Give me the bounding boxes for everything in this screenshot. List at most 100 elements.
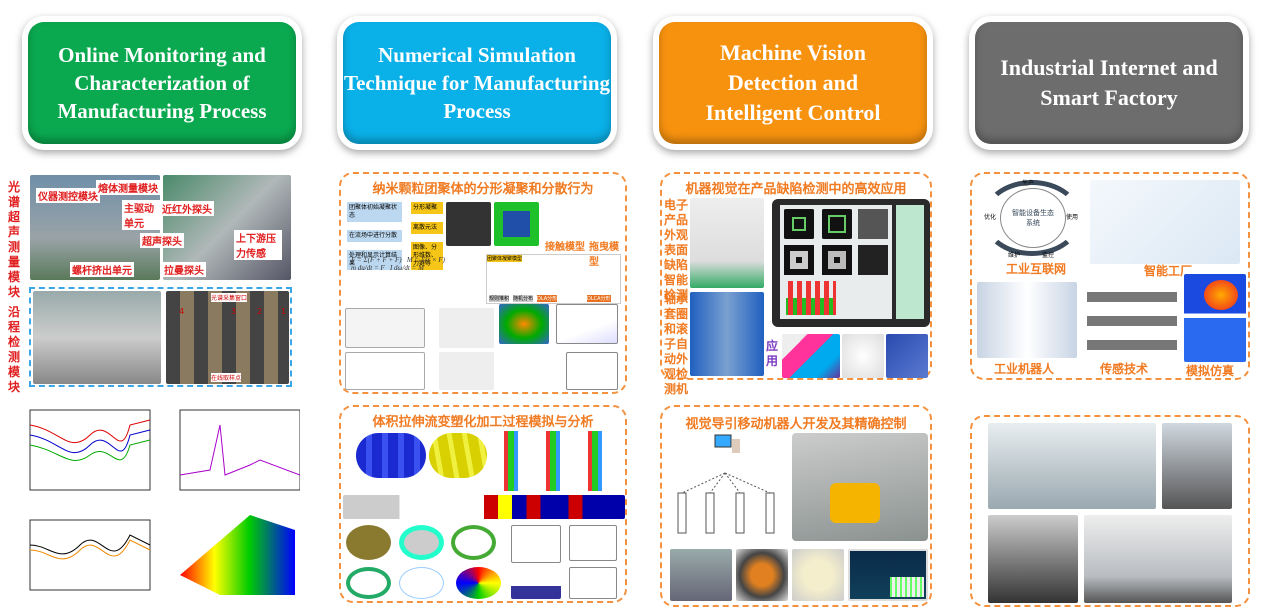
line-plot [556,304,618,344]
sampling-photo [166,291,289,384]
3d-bar-plot [511,567,561,599]
black-aggregate [345,352,425,390]
panel-title: 视觉导引移动机器人开发及其精确控制 [685,417,907,432]
label: DLCA分形 [587,295,611,302]
bearing-inspection-label: 轴承套圈和滚子自动外观检测机 [664,292,689,396]
step-plot [566,352,618,390]
nanoparticle-panel: 纳米颗粒团聚体的分形凝聚和分散行为 团聚体初始凝聚状态 在流场中进行分散 处理和… [339,172,627,394]
chassis-model [670,549,732,601]
label: 光谱采集窗口 [211,293,248,302]
ring-model-3 [399,567,444,599]
extrusion-line-photo [33,291,161,384]
colored-aggregate [499,304,549,344]
label: 近红外探头 [160,201,214,216]
cyan-aggregate [439,352,494,390]
label: 智能工厂 [1144,264,1193,278]
green-aggregate [345,308,425,348]
label: 工业互联网 [1006,262,1067,276]
label: 工业机器人 [994,362,1055,376]
mixing-snapshots [456,567,501,599]
blue-rotor [356,433,426,478]
mobile-robot-panel: 视觉导引移动机器人开发及其精确控制 [660,405,932,607]
label: 团聚体凝聚模型 [487,255,523,262]
sensor-photo [1087,284,1177,354]
label: 生产 [1022,180,1035,187]
agv-robot-photo [792,433,928,541]
header-machine-vision: Machine Vision Detection and Intelligent… [653,16,933,150]
volume-stretch-panel: 体积拉伸流变塑化加工过程模拟与分析 [339,405,627,603]
smart-factory-diagram [1090,180,1240,264]
label: 1 [281,307,287,316]
label: 监控 [1042,252,1055,259]
wheel-assembly-model [792,549,844,601]
production-line-photo [988,423,1156,509]
spectra-plots [29,409,300,595]
flow-output: 分形凝聚 [411,202,443,214]
panel-title: 体积拉伸流变塑化加工过程模拟与分析 [372,415,594,430]
flow-output: 离散元法 [411,222,443,234]
electronics-inspection-label: 电子产品外观表面缺陷智能检测 [664,198,689,302]
label: 上下游压力传感 [234,230,282,260]
smart-factory-photos-panel [970,415,1250,607]
white-rings-photo [842,334,884,378]
flowchart: 团聚体初始凝聚状态 在流场中进行分散 处理和显示计算结果 [347,202,402,270]
flow-output: 图像、分形维数、力链等 [411,242,443,270]
label: 3 [231,307,237,316]
label: 熔体测量模块 [96,180,160,195]
ring-model [451,525,496,560]
cross-section [399,525,444,560]
control-software-screen [848,549,928,601]
drive-wheel-model [736,549,788,601]
label: 维护 [1008,252,1021,259]
inspection-machine-photo [690,198,764,288]
label: 仪器测控模块 [36,188,100,203]
simulation-results [496,431,624,491]
simulation-domain [494,202,539,246]
spectrum-ultrasound-module-label: 光谱超声测量模块 [8,180,21,299]
header-numerical-simulation: Numerical Simulation Technique for Manuf… [337,16,617,150]
flowchart-outputs: 分形凝聚 离散元法 图像、分形维数、力链等 [411,202,443,270]
label: 超声探头 [140,233,184,248]
flow-step: 在流场中进行分散 [347,230,402,242]
industrial-internet-panel: 智能设备生态系统 生产 使用 监控 维护 优化 工业互联网 智能工厂 工业机器人… [970,172,1250,380]
flow-step: 处理和显示计算结果 [347,250,402,270]
label: 螺杆挤出单元 [70,262,134,277]
flow-step: 团聚体初始凝聚状态 [347,202,402,222]
network-diagram [677,434,775,534]
bearing-machine-photo [690,292,764,376]
triangle-field-plots [343,495,625,519]
workstation-photo [1162,423,1232,509]
phone-cases-photo [782,334,840,378]
screw-model [346,525,391,560]
aggregate-models: 团聚体凝聚模型 DLA分形 DLCA分形 规则堆积 随机分布 [486,254,621,304]
glass-panel-photo [886,334,928,378]
label: 拖曳模型 [589,242,619,268]
machine-vision-panel: 机器视觉在产品缺陷检测中的高效应用 电子产品外观表面缺陷智能检测 轴承套圈和滚子… [660,172,932,396]
label: 模拟仿真 [1186,364,1235,378]
label: DLA分形 [537,295,558,302]
ring-model-2 [346,567,391,599]
label: 主驱动单元 [122,200,162,230]
label: 在线取样点 [211,373,242,382]
header-industrial-internet: Industrial Internet and Smart Factory [969,16,1249,150]
label: 2 [257,307,263,316]
label: 优化 [984,214,997,221]
ecosystem-hub: 智能设备生态系统 [1012,209,1054,227]
sine-plot [511,525,561,563]
panel-title: 机器视觉在产品缺陷检测中的高效应用 [685,182,907,197]
simulation-contour [1184,274,1246,362]
industrial-robot-photo [977,282,1077,358]
scatter-plot [569,567,617,599]
label: 传感技术 [1100,362,1149,376]
label: 4 [179,307,185,316]
panel-title: 纳米颗粒团聚体的分形凝聚和分散行为 [372,182,594,197]
application-label: 应用 [766,339,779,368]
laptop-machine-photo [988,515,1078,603]
oscillation-plot [569,525,617,561]
injection-machine-photo [1084,515,1232,603]
purple-aggregate [439,308,494,348]
label: 随机分布 [513,295,534,302]
along-path-module-label: 沿程检测模块 [8,305,21,394]
label: 使用 [1066,214,1079,221]
label: 拉曼探头 [162,262,206,277]
